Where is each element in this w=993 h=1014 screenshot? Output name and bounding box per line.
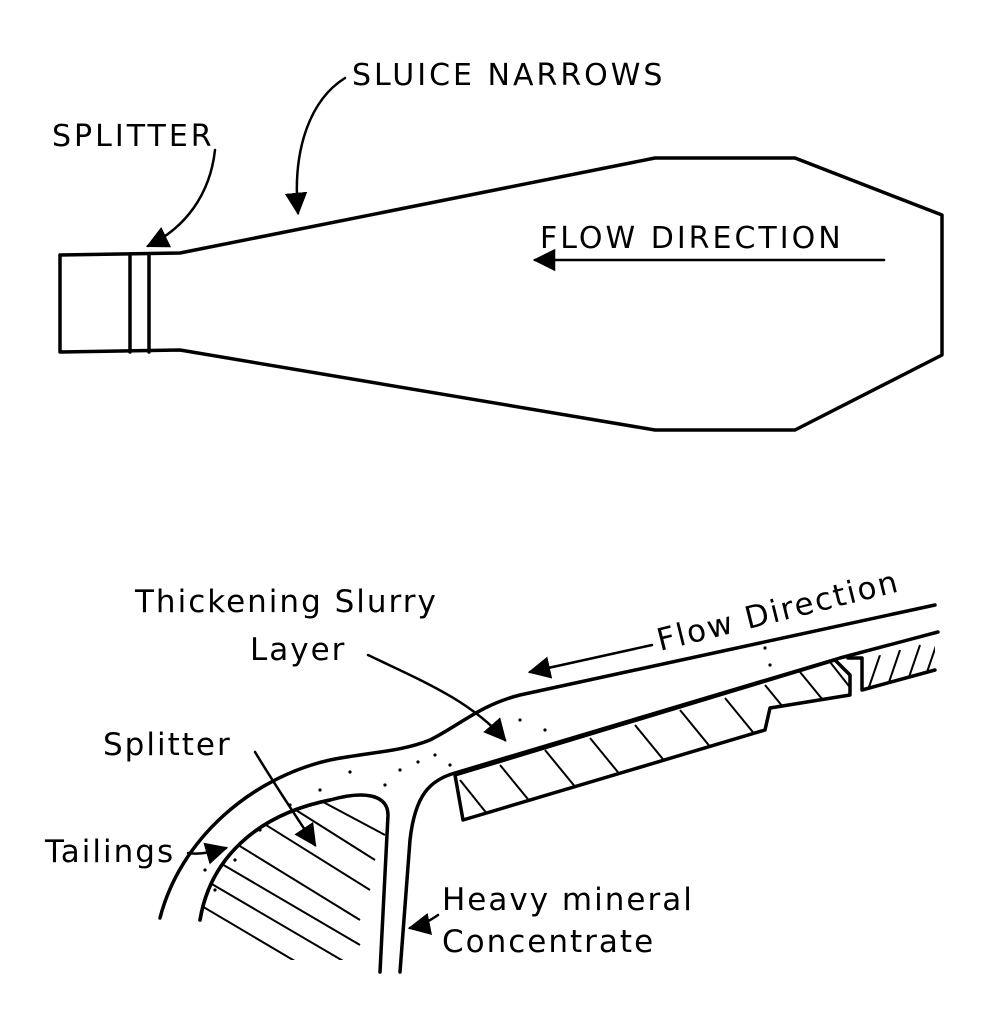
sluice-section-view: Thickening Slurry Layer Flow Direction S… (44, 564, 940, 974)
concentrate-label: Concentrate (442, 924, 655, 960)
heavy-mineral-label: Heavy mineral (442, 882, 694, 918)
tailings-leader (186, 842, 229, 865)
heavy-mineral-leader (407, 912, 440, 936)
thickening-slurry-label: Thickening Slurry (134, 584, 438, 620)
flow-direction-label: FLOW DIRECTION (540, 221, 844, 256)
flow-direction-section-label: Flow Direction (653, 564, 903, 659)
sluice-plan-view: SLUICE NARROWS SPLITTER FLOW DIRECTION (52, 58, 944, 432)
sluice-tail-hatch (867, 640, 935, 690)
splitter-body-outline (198, 798, 332, 922)
splitter-label: SPLITTER (52, 119, 215, 154)
splitter-section-leader (253, 750, 317, 847)
splitter-leader (145, 148, 217, 248)
sluice-outline (58, 156, 944, 432)
slurry-layer-label: Layer (250, 632, 346, 668)
sluice-narrows-leader (284, 76, 347, 216)
slurry-surface-line (158, 603, 937, 920)
tailings-label: Tailings (44, 834, 175, 870)
splitter-hatch (200, 795, 386, 960)
slurry-dots (203, 646, 772, 892)
sluice-narrows-label: SLUICE NARROWS (352, 58, 665, 93)
concentrate-channel-wall (398, 771, 457, 974)
splitter-section-label: Splitter (103, 727, 232, 763)
riffle-block-outline (453, 658, 852, 822)
thickening-leader (366, 653, 507, 742)
flow-direction-section-arrow (527, 643, 654, 679)
sluice-tail-step (846, 656, 937, 692)
